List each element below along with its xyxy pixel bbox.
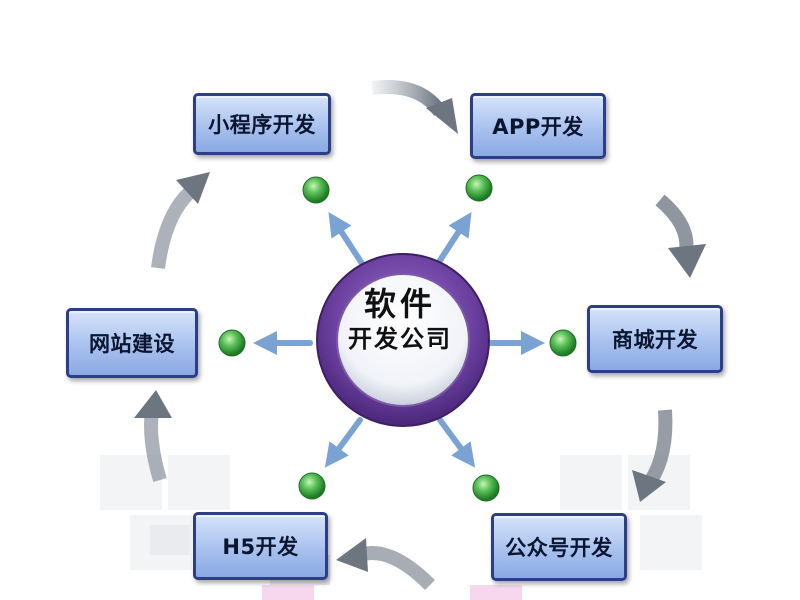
cycle-arrow-2 [655, 194, 694, 254]
arrow-to-app [434, 211, 472, 268]
dot-mall [549, 329, 577, 357]
dot-app [465, 174, 493, 202]
cycle-arrows [134, 80, 706, 590]
node-mini-program[interactable]: 小程序开发 [193, 93, 331, 155]
node-website[interactable]: 网站建设 [66, 308, 198, 378]
center-circle [316, 253, 490, 427]
node-mall[interactable]: 商城开发 [587, 305, 723, 373]
dot-mini-program [302, 176, 330, 204]
connector-dots [218, 174, 577, 502]
cycle-arrow-5 [144, 409, 167, 483]
arrow-to-mini-program [328, 211, 366, 268]
node-official-account[interactable]: 公众号开发 [491, 513, 627, 581]
center-title: 软件 [363, 285, 436, 323]
arrow-to-official-account [437, 417, 476, 468]
arrow-to-h5 [324, 417, 363, 468]
center-label: 软件 开发公司 [333, 285, 467, 355]
center-subtitle: 开发公司 [348, 325, 452, 353]
node-h5[interactable]: H5开发 [193, 512, 328, 580]
dot-official-account [472, 474, 500, 502]
cycle-arrow-6 [151, 186, 195, 269]
dot-h5 [298, 472, 326, 500]
cycle-arrow-3 [644, 409, 673, 486]
node-app[interactable]: APP开发 [470, 93, 606, 159]
cycle-arrow-4 [357, 546, 435, 590]
dot-website [218, 329, 246, 357]
